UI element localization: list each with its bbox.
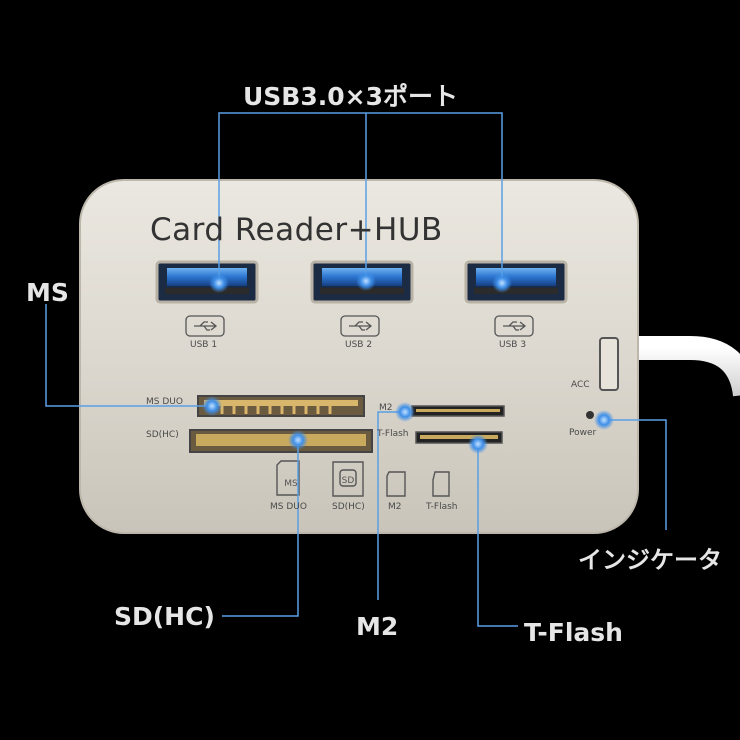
callout-usb: USB3.0×3ポート: [243, 82, 458, 111]
acc-label: ACC: [571, 380, 590, 390]
callout-sd-hc: SD(HC): [114, 602, 215, 631]
card-icons: [276, 460, 450, 497]
usb-port-1: [155, 260, 259, 304]
device-title: Card Reader+HUB: [150, 212, 443, 248]
callout-dots: [202, 271, 614, 454]
callout-indicator: インジケータ: [578, 546, 722, 574]
callout-m2: M2: [356, 612, 399, 641]
ms-duo-label: MS DUO: [146, 397, 183, 407]
power-led: [586, 411, 594, 419]
callout-ms: MS: [26, 278, 69, 307]
acc-slot: [599, 337, 619, 391]
sd-card-text: SD: [342, 476, 355, 486]
usb-icon: [185, 315, 534, 337]
icon-label-ms-duo: MS DUO: [270, 502, 307, 512]
t-flash-label: T-Flash: [377, 429, 409, 439]
m2-label: M2: [379, 403, 393, 413]
sd-slot: [189, 429, 373, 453]
icon-label-t-flash: T-Flash: [426, 502, 458, 512]
usb-label-1: USB 1: [190, 340, 218, 350]
usb-port-3: [464, 260, 568, 304]
m2-slot: [411, 405, 505, 417]
icon-label-sd-hc: SD(HC): [332, 502, 365, 512]
ms-duo-slot: [197, 395, 365, 417]
usb-label-2: USB 2: [345, 340, 373, 350]
t-flash-slot: [415, 431, 503, 444]
power-label: Power: [569, 428, 597, 438]
usb-cable: [612, 336, 740, 397]
usb-label-3: USB 3: [499, 340, 527, 350]
sd-hc-label: SD(HC): [146, 430, 179, 440]
ms-card-text: MS: [284, 479, 298, 489]
callout-t-flash: T-Flash: [524, 618, 623, 647]
icon-label-m2: M2: [388, 502, 402, 512]
